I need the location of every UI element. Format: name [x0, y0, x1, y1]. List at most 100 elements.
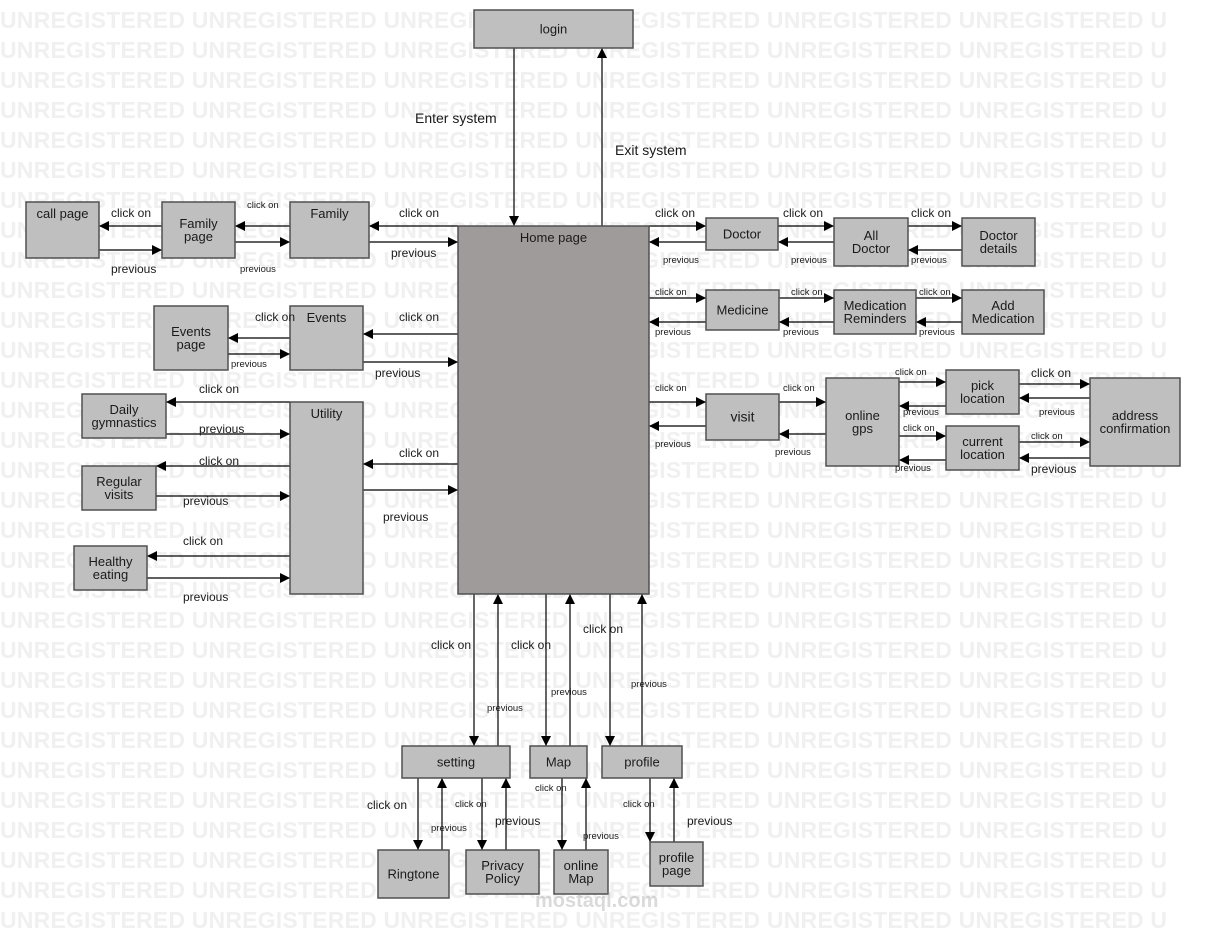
node-visit: visit	[705, 393, 780, 441]
previous-label: previous	[775, 447, 811, 458]
node-label: visit	[730, 409, 754, 425]
node-label: Home page	[520, 230, 587, 245]
node-label: details	[980, 241, 1018, 256]
click-on-label: click on	[903, 423, 935, 434]
previous-label: previous	[391, 246, 436, 260]
node-box	[465, 849, 540, 895]
node-doctor: Doctor	[705, 217, 779, 251]
click-on-label: click on	[535, 783, 567, 794]
node-call-page: call page	[25, 201, 100, 259]
node-label: Doctor	[979, 228, 1018, 243]
previous-label: previous	[663, 255, 699, 266]
node-label: Regular	[96, 474, 142, 489]
node-label: Doctor	[723, 227, 762, 242]
node-box	[289, 201, 370, 259]
previous-label: previous	[383, 510, 428, 524]
click-on-label: click on	[1031, 431, 1063, 442]
node-label: Doctor	[852, 241, 891, 256]
node-label: gps	[852, 421, 873, 436]
node-label: page	[184, 229, 213, 244]
node-login: login	[473, 9, 634, 49]
node-label: Map	[568, 871, 593, 886]
node-label: visits	[105, 487, 134, 502]
previous-label: previous	[783, 327, 819, 338]
node-box	[377, 849, 450, 899]
node-box	[601, 745, 683, 779]
click-on-label: click on	[431, 638, 471, 652]
click-on-label: click on	[367, 798, 407, 812]
previous-label: previous	[687, 814, 732, 828]
node-box	[289, 401, 364, 595]
node-label: Medication	[844, 298, 907, 313]
click-on-label: click on	[919, 287, 951, 298]
diagram-edges	[99, 48, 1090, 850]
click-on-label: click on	[247, 200, 279, 211]
previous-label: previous	[231, 359, 267, 370]
node-box	[1089, 377, 1181, 467]
click-on-label: click on	[399, 206, 439, 220]
node-label: address	[1112, 408, 1159, 423]
click-on-label: click on	[399, 310, 439, 324]
node-box	[945, 369, 1020, 415]
node-label: Medication	[972, 311, 1035, 326]
node-label: online	[564, 858, 599, 873]
node-profile: profile	[601, 745, 683, 779]
previous-label: previous	[631, 679, 667, 690]
node-box	[73, 545, 148, 591]
node-box	[161, 201, 236, 259]
node-label: Daily	[110, 402, 139, 417]
node-ringtone: Ringtone	[377, 849, 450, 899]
previous-label: previous	[895, 463, 931, 474]
node-label: location	[960, 391, 1005, 406]
click-on-label: click on	[255, 310, 295, 324]
node-family: Family	[289, 201, 370, 259]
click-on-label: click on	[511, 638, 551, 652]
node-box	[705, 393, 780, 441]
node-box	[833, 217, 909, 267]
node-label: Family	[179, 216, 218, 231]
click-on-label: click on	[199, 382, 239, 396]
node-label: call page	[36, 206, 88, 221]
click-on-label: click on	[655, 287, 687, 298]
node-label: Events	[171, 324, 211, 339]
node-label: page	[177, 337, 206, 352]
click-on-label: click on	[783, 206, 823, 220]
node-box	[961, 289, 1045, 335]
node-label: Map	[546, 755, 571, 770]
node-label: location	[960, 447, 1005, 462]
node-label: current	[962, 434, 1003, 449]
click-on-label: click on	[455, 799, 487, 810]
previous-label: previous	[183, 494, 228, 508]
node-box	[81, 393, 167, 439]
node-label: pick	[971, 378, 995, 393]
click-on-label: click on	[111, 206, 151, 220]
previous-label: previous	[655, 439, 691, 450]
node-box	[457, 225, 650, 595]
node-label: login	[540, 22, 567, 37]
previous-label: previous	[551, 687, 587, 698]
node-map: Map	[529, 745, 588, 779]
node-box	[649, 841, 704, 887]
node-box	[25, 201, 100, 259]
previous-label: previous	[375, 366, 420, 380]
click-on-label: click on	[655, 206, 695, 220]
site-watermark: mostaql.com	[535, 890, 659, 912]
click-on-label: click on	[583, 622, 623, 636]
node-label: profile	[624, 755, 659, 770]
previous-label: previous	[495, 814, 540, 828]
node-label: page	[662, 863, 691, 878]
